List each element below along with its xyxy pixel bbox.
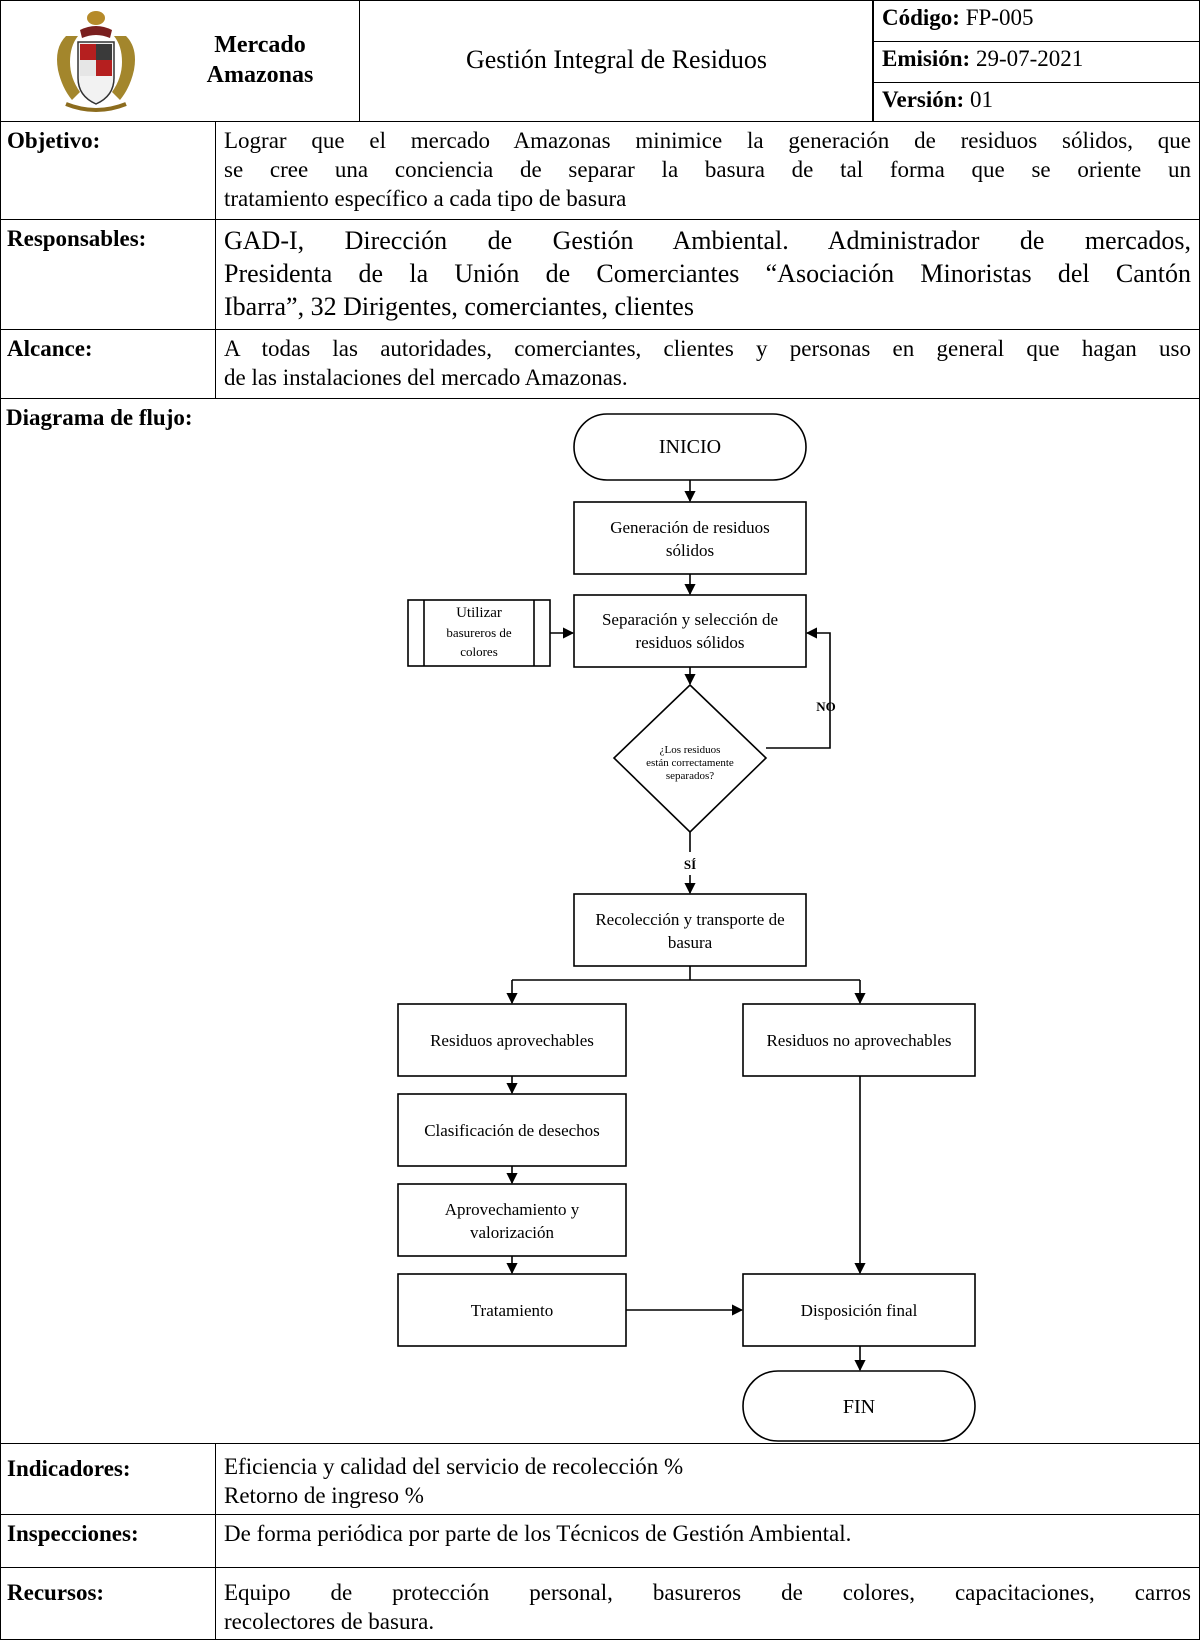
aprovechables-text: Residuos aprovechables [430, 1031, 594, 1050]
utilizar-text-3: colores [460, 644, 498, 659]
inicio-text: INICIO [659, 436, 721, 458]
indicadores-text: Eficiencia y calidad del servicio de rec… [215, 1443, 1200, 1515]
no-aprovechables-box [742, 1003, 976, 1077]
org-line1: Mercado [214, 32, 306, 58]
aprovechamiento-box [397, 1183, 627, 1257]
org-name: Mercado Amazonas [150, 30, 370, 90]
disposicion-box [742, 1273, 976, 1347]
responsables-line-3: Ibarra”, 32 Dirigentes, comerciantes, cl… [224, 292, 694, 321]
version-value: 01 [969, 87, 993, 112]
inspecciones-line-1: De forma periódica por parte de los Técn… [224, 1521, 852, 1546]
document-title: Gestión Integral de Residuos [465, 45, 768, 74]
indicadores-line-2: Retorno de ingreso % [224, 1483, 424, 1508]
aprovechables-box [397, 1003, 627, 1077]
codigo-label: Código: [882, 5, 960, 30]
no-loop-connector [766, 627, 831, 749]
generacion-text-1: Generación de residuos [610, 518, 770, 537]
clasificacion-text: Clasificación de desechos [424, 1121, 600, 1140]
aprovechamiento-text-1: Aprovechamiento y [445, 1200, 580, 1219]
utilizar-text-2: basureros de [446, 625, 512, 640]
decision-text-1: ¿Los residuos [660, 744, 721, 756]
emision-value: 29-07-2021 [975, 46, 1084, 71]
separacion-box [573, 594, 807, 668]
tratamiento-box [397, 1273, 627, 1347]
clasificacion-box [397, 1093, 627, 1167]
tratamiento-text: Tratamiento [471, 1301, 553, 1320]
recursos-text: Equipo de protección personal, basureros… [215, 1567, 1200, 1640]
no-aprovechables-text: Residuos no aprovechables [766, 1031, 951, 1050]
objetivo-line-3: tratamiento específico a cada tipo de ba… [224, 186, 627, 211]
recoleccion-text-1: Recolección y transporte de [595, 910, 784, 929]
inspecciones-text: De forma periódica por parte de los Técn… [215, 1514, 1200, 1568]
generacion-text-2: sólidos [666, 541, 714, 560]
diagram-label: Diagrama de flujo: [6, 405, 193, 430]
separacion-text-2: residuos sólidos [635, 633, 744, 652]
si-label: SÍ [684, 857, 696, 872]
codigo-value: FP-005 [965, 5, 1034, 30]
disposicion-text: Disposición final [801, 1301, 918, 1320]
responsables-line-1: GAD-I, Dirección de Gestión Ambiental. A… [224, 226, 1191, 255]
org-line2: Amazonas [206, 62, 314, 88]
responsables-line-2: Presidenta de la Unión de Comerciantes “… [224, 259, 1191, 288]
alcance-line-2: de las instalaciones del mercado Amazona… [224, 365, 628, 390]
version-label: Versión: [882, 87, 965, 112]
fin-terminal [742, 1370, 976, 1442]
objetivo-text: Lograr que el mercado Amazonas minimice … [215, 121, 1200, 220]
utilizar-text-1: Utilizar [456, 605, 502, 621]
objetivo-line-2: se cree una conciencia de separar la bas… [224, 157, 1191, 182]
fin-text: FIN [843, 1396, 875, 1418]
generacion-box [573, 501, 807, 575]
recursos-line-2: recolectores de basura. [224, 1609, 435, 1634]
inspecciones-label: Inspecciones: [0, 1514, 216, 1568]
no-label: NO [816, 699, 836, 714]
indicadores-label: Indicadores: [0, 1443, 216, 1515]
emision-label: Emisión: [882, 46, 971, 71]
objetivo-line-1: Lograr que el mercado Amazonas minimice … [224, 128, 1191, 153]
recoleccion-box [573, 893, 807, 967]
aprovechamiento-text-2: valorización [470, 1223, 555, 1242]
separacion-text-1: Separación y selección de [602, 610, 778, 629]
recursos-line-1: Equipo de protección personal, basureros… [224, 1580, 1191, 1605]
coat-of-arms-logo [44, 8, 148, 116]
responsables-text: GAD-I, Dirección de Gestión Ambiental. A… [215, 219, 1200, 330]
decision-text-3: separados? [666, 770, 714, 782]
indicadores-line-1: Eficiencia y calidad del servicio de rec… [224, 1454, 684, 1479]
recursos-label: Recursos: [0, 1567, 216, 1640]
decision-text-2: están correctamente [646, 757, 734, 769]
alcance-line-1: A todas las autoridades, comerciantes, c… [224, 336, 1191, 361]
recoleccion-text-2: basura [668, 933, 713, 952]
